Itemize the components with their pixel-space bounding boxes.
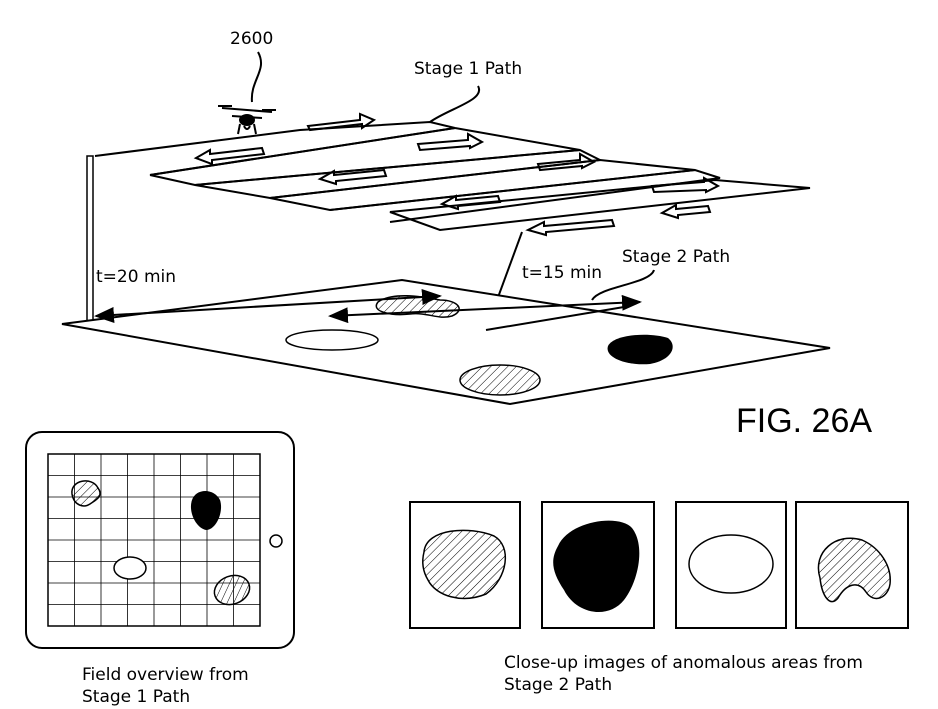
stage2-path-label: Stage 2 Path (622, 247, 730, 267)
ground-field (61, 278, 831, 406)
closeup-panel-2 (541, 501, 655, 629)
stage1-leader-line (429, 85, 481, 123)
drone-icon (218, 105, 276, 135)
t15-span-arrow (328, 294, 642, 324)
stage1-direction-arrows (193, 112, 721, 237)
closeup-panel-1 (409, 501, 521, 629)
descent-pole (86, 155, 94, 323)
stage2-path-line (485, 305, 631, 331)
tablet-device (25, 431, 295, 649)
stage1-flight-strips (94, 120, 811, 232)
t15-label: t=15 min (522, 263, 602, 283)
field-anomalies (285, 294, 673, 396)
tablet-anomaly-kidney (71, 480, 101, 507)
tablet-anomaly-ellipse (113, 556, 147, 580)
tablet-home-button (269, 534, 283, 548)
drone-leader-line (250, 51, 262, 103)
overview-caption-line1: Field overview from (82, 665, 249, 685)
drone-ref-label: 2600 (230, 29, 273, 49)
stage2-leader-line (591, 269, 655, 301)
tablet-anomaly-oval (213, 574, 251, 606)
figure-label: FIG. 26A (736, 402, 872, 440)
tablet-anomaly-solid (190, 491, 222, 530)
closeup-panel-4 (795, 501, 909, 629)
closeup-caption-line2: Stage 2 Path (504, 675, 612, 695)
overview-caption-line2: Stage 1 Path (82, 687, 190, 707)
t20-label: t=20 min (96, 267, 176, 287)
closeup-panel-3 (675, 501, 787, 629)
closeup-caption-line1: Close-up images of anomalous areas from (504, 653, 863, 673)
stage1-path-label: Stage 1 Path (414, 59, 522, 79)
